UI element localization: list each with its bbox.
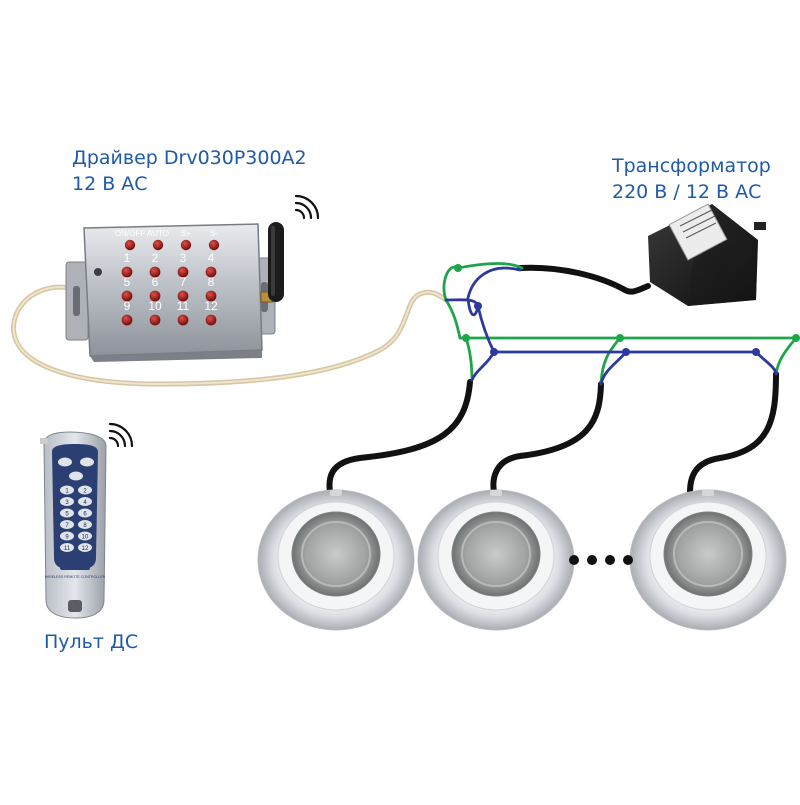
remote-function-button [58, 457, 72, 467]
driver-button-label: 9 [124, 299, 131, 313]
driver-voltage: 12 В АС [72, 173, 148, 195]
driver-button [149, 266, 161, 278]
remote-button-label: 4 [83, 500, 87, 506]
driver-button [121, 266, 133, 278]
driver-button-label: 3 [180, 251, 187, 265]
remote-button-label: 9 [65, 535, 69, 541]
pool-lamp-2 [417, 489, 575, 631]
driver-button [205, 266, 217, 278]
remote-button [78, 508, 92, 518]
remote-button [60, 497, 74, 506]
remote-button [78, 497, 92, 506]
remote-button [60, 485, 74, 495]
driver-header-label: S- [210, 229, 218, 238]
driver-button [205, 290, 217, 302]
driver-header-label: S+ [181, 229, 191, 238]
pool-lamp-3 [629, 489, 787, 631]
driver-button [177, 314, 189, 326]
driver-button [121, 290, 133, 302]
driver-button-label: 6 [152, 275, 159, 289]
remote-button [78, 531, 92, 541]
remote-button [60, 508, 74, 518]
remote-button-label: 1 [65, 489, 69, 495]
remote-button-label: 5 [65, 512, 69, 518]
remote-button-label: 8 [83, 523, 87, 529]
remote-button [60, 543, 74, 552]
driver-button-label: 4 [208, 251, 215, 265]
ellipsis-dots [569, 555, 633, 565]
driver-button-label: 12 [204, 299, 218, 313]
driver-button-label: 1 [124, 251, 131, 265]
driver-button-label: 11 [177, 299, 190, 313]
remote-button-label: 11 [64, 546, 71, 552]
driver-header-label: ON/OFF [115, 229, 145, 238]
driver-button [205, 314, 217, 326]
driver-button [177, 290, 189, 302]
driver-header-button [180, 239, 192, 251]
remote-brand-text: WIRELESS REMOTE CONTROLLER [45, 575, 106, 579]
driver-wifi-icon [294, 194, 320, 220]
remote-button [60, 520, 74, 529]
remote-button-label: 12 [82, 546, 89, 552]
driver-title: Драйвер Drv030P300A2 [72, 147, 307, 169]
transformer-box [648, 203, 766, 306]
driver-button-label: 8 [208, 275, 215, 289]
driver-button [149, 314, 161, 326]
driver-button-label: 2 [152, 251, 159, 265]
remote-function-button [69, 471, 83, 481]
remote-button-label: 7 [65, 523, 69, 529]
black-cables [326, 264, 779, 495]
remote-button-label: 10 [82, 535, 89, 541]
driver-button-label: 7 [180, 275, 187, 289]
pool-lamp-1 [257, 489, 415, 631]
driver-header-label: AUTO [147, 229, 169, 238]
driver-header-button [124, 239, 136, 251]
driver-button [149, 290, 161, 302]
remote-label: Пульт ДС [44, 631, 139, 653]
driver-button-label: 5 [124, 275, 131, 289]
remote-button [60, 531, 74, 541]
driver-button-label: 10 [148, 299, 162, 313]
remote-button-label: 6 [83, 512, 87, 518]
transformer-title: Трансформатор [612, 155, 771, 177]
remote-wifi-icon [108, 422, 134, 448]
driver-box [65, 222, 284, 362]
remote-button [78, 520, 92, 529]
remote-button-label: 3 [65, 500, 69, 506]
remote-function-button [80, 457, 94, 467]
transformer-voltage: 220 В / 12 В АС [612, 181, 762, 203]
remote-button [78, 543, 92, 552]
wire-junctions [474, 302, 760, 356]
driver-header-button [152, 239, 164, 251]
remote-button-label: 2 [83, 489, 87, 495]
driver-header-button [208, 239, 220, 251]
driver-button [177, 266, 189, 278]
remote-button [78, 485, 92, 495]
driver-button [121, 314, 133, 326]
